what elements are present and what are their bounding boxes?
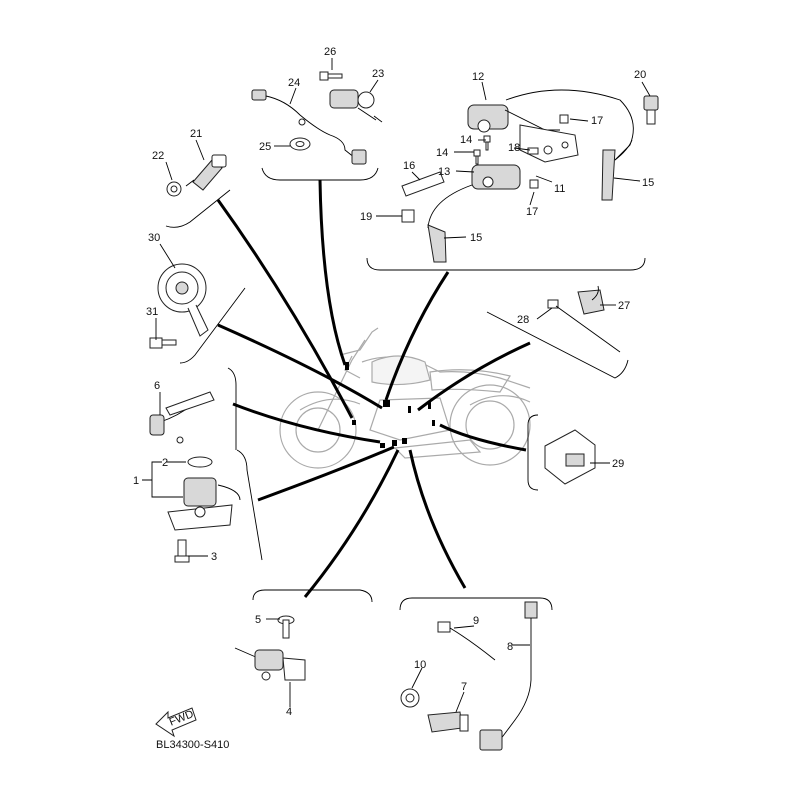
callout-29: 29 [612,458,624,470]
callout-numbers: 26 23 24 25 21 22 12 20 17 14 18 14 16 1… [133,46,654,718]
callout-14b: 14 [436,147,448,159]
callout-17a: 17 [591,115,603,127]
callout-26: 26 [324,46,336,58]
fwd-arrow-icon: FWD [155,707,197,738]
callout-10: 10 [414,659,426,671]
part-4-sensor [234,647,306,681]
part-14-bolt-b [473,149,481,165]
part-9-cable-tie [437,621,496,661]
part-16-sleeve [401,171,445,197]
callout-15b: 15 [470,232,482,244]
callout-30: 30 [148,232,160,244]
callout-14a: 14 [460,134,472,146]
callout-8: 8 [507,641,513,653]
callout-1: 1 [133,475,139,487]
part-25-grommet [289,137,311,151]
part-27-clamp [577,285,605,315]
callout-3: 3 [211,551,217,563]
callout-28: 28 [517,314,529,326]
callout-11: 11 [554,183,565,195]
part-18-clip [527,147,539,155]
callout-12: 12 [472,71,484,83]
leader-lines [216,179,531,598]
part-31-bolt [149,337,177,349]
callout-ticks [142,58,651,713]
callout-31: 31 [146,306,158,318]
part-26-bolt [319,71,343,81]
part-6-switch [149,391,215,444]
part-3-bolt [174,539,190,563]
part-20-cap [643,95,659,125]
part-11-bracket [519,124,579,163]
part-17-nut-a [559,114,569,124]
callout-15a: 15 [642,177,654,189]
part-23-sensor [329,89,383,123]
part-22-washer [166,181,182,197]
callout-23: 23 [372,68,384,80]
part-15-plug-cap-b [427,184,473,263]
location-marks [345,362,435,448]
part-13-ignition-coil [471,164,521,190]
callout-21: 21 [190,128,202,140]
callout-9: 9 [473,615,479,627]
part-10-washer [400,688,420,708]
part-7-sensor [427,711,469,733]
part-15-plug-cap-a [601,139,633,201]
part-24-harness [251,89,367,165]
callout-4: 4 [286,706,292,718]
motorcycle-outline [279,327,531,469]
callout-20: 20 [634,69,646,81]
part-14-bolt-a [483,135,491,151]
callout-22: 22 [152,150,164,162]
part-2-o-ring [187,456,213,468]
callout-25: 25 [259,141,271,153]
callout-18: 18 [508,142,520,154]
callout-5: 5 [255,614,261,626]
part-21-sensor [185,154,227,191]
callout-13: 13 [438,166,450,178]
callout-2: 2 [162,457,168,469]
part-28-cable-tie [547,299,621,353]
callout-27: 27 [618,300,630,312]
group-brackets [165,167,646,611]
part-8-lead [479,601,538,751]
part-17-nut-b [529,179,539,189]
callout-6: 6 [154,380,160,392]
part-30-horn [157,263,209,337]
callout-17b: 17 [526,206,538,218]
part-12-ignition-coil [467,89,634,161]
part-19-clip [401,209,415,223]
part-29-relay [544,429,596,485]
callout-24: 24 [288,77,300,89]
diagram-code: BL34300-S410 [156,739,229,751]
part-1-sensor [167,477,241,531]
part-5-screw [277,615,295,639]
callout-19: 19 [360,211,372,223]
callout-16: 16 [403,160,415,172]
callout-7: 7 [461,681,467,693]
